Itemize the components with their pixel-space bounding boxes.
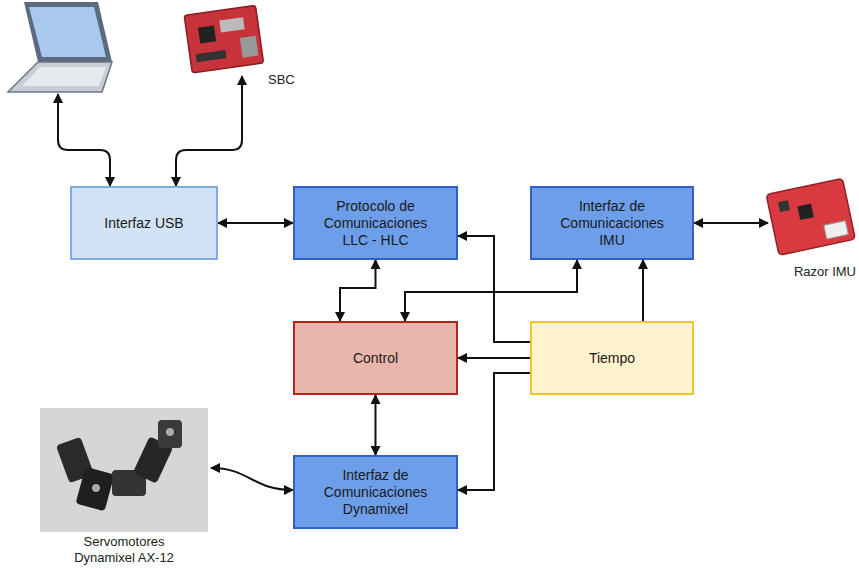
connector-arrow <box>405 260 577 321</box>
connector-arrow <box>458 373 530 490</box>
servo-part <box>76 467 115 511</box>
laptop-screen <box>29 7 106 57</box>
text-holder: Protocolo de Comunicaciones LLC - HLC <box>315 198 437 249</box>
laptop-link <box>58 94 110 186</box>
laptop-keyboard <box>22 67 106 86</box>
imu-connector <box>824 221 848 239</box>
connector-arrow <box>218 222 293 224</box>
process-box: Protocolo de Comunicaciones LLC - HLC <box>293 186 458 260</box>
connector-arrow <box>458 236 530 342</box>
connector-arrow <box>458 357 530 359</box>
board-pcb <box>184 5 263 72</box>
time-box: Tiempo <box>530 321 694 395</box>
box-text: Tiempo <box>589 350 635 367</box>
board-header <box>196 50 227 62</box>
box-text: Interfaz de Comunicaciones Dynamixel <box>315 467 437 518</box>
text-holder: Interfaz de Comunicaciones IMU <box>551 198 673 249</box>
process-box: Interfaz de Comunicaciones IMU <box>530 186 694 260</box>
connector-arrow <box>375 395 377 455</box>
imu-pcb <box>766 178 855 255</box>
servo-horn <box>166 428 174 436</box>
sbc-link <box>176 76 242 186</box>
box-text: Interfaz de Comunicaciones IMU <box>551 198 673 249</box>
interface-box: Interfaz USB <box>70 186 218 260</box>
text-holder: Control <box>353 350 398 367</box>
process-box: Interfaz de Comunicaciones Dynamixel <box>293 455 458 529</box>
imu-chip <box>797 203 814 220</box>
photo-ground <box>40 408 208 532</box>
imu-link <box>694 222 768 224</box>
servo-link <box>211 468 293 490</box>
text-holder: Interfaz de Comunicaciones Dynamixel <box>315 467 437 518</box>
connector-arrow <box>340 260 376 321</box>
board-port <box>240 36 259 58</box>
sbc-board <box>184 5 263 72</box>
board-label: Razor IMU <box>794 264 856 280</box>
servo-photo <box>40 408 208 532</box>
text-holder: Interfaz USB <box>104 215 183 232</box>
box-text: Interfaz USB <box>104 215 183 232</box>
board-connector <box>219 17 244 32</box>
laptop-icon <box>8 2 112 92</box>
imu-board <box>766 178 855 255</box>
box-text: Protocolo de Comunicaciones LLC - HLC <box>315 198 437 249</box>
laptop-screen-frame <box>24 2 112 62</box>
imu-sensor <box>778 200 790 212</box>
control-box: Control <box>293 321 458 395</box>
servo-part <box>158 420 182 448</box>
box-text: Control <box>353 350 398 367</box>
text-holder: Tiempo <box>589 350 635 367</box>
photo-caption: Servomotores Dynamixel AX-12 <box>62 534 186 566</box>
connector-arrow <box>642 260 644 321</box>
laptop-base <box>8 62 112 92</box>
board-label: SBC <box>268 72 295 88</box>
servo-horn <box>92 484 100 492</box>
board-chip <box>198 25 216 43</box>
